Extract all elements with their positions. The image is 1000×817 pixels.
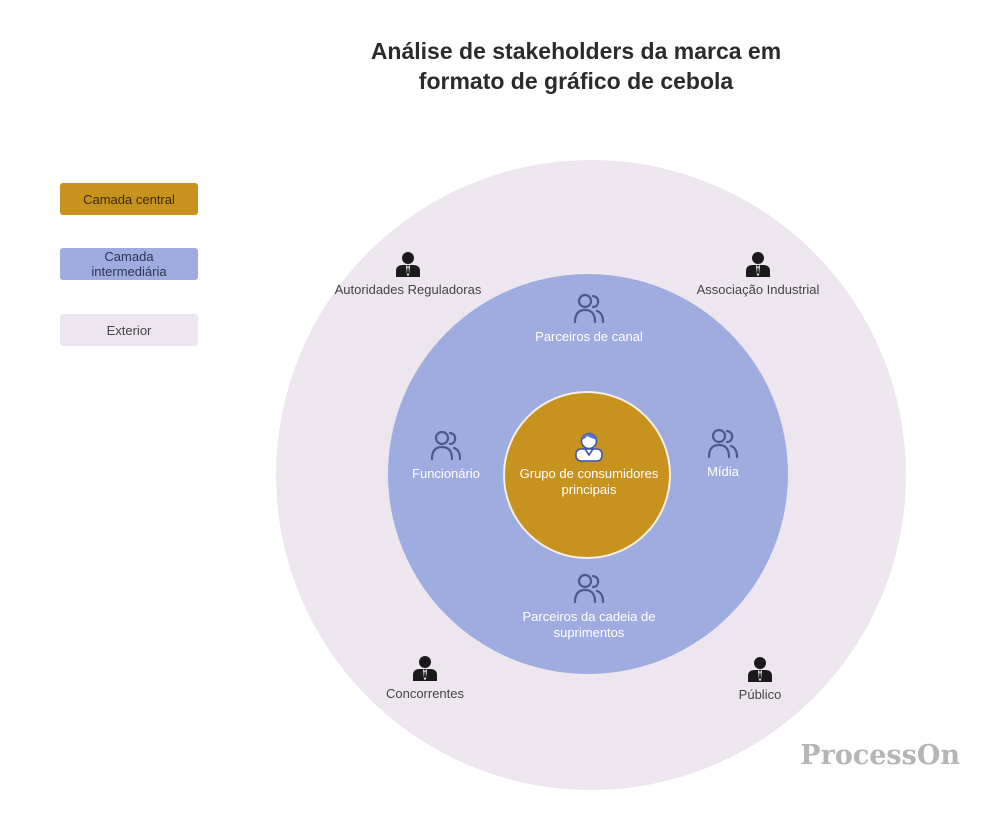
- people-group-icon: [430, 430, 462, 461]
- diagram-title: Análise de stakeholders da marca em form…: [276, 36, 876, 96]
- business-person-icon: [396, 252, 420, 277]
- middle-node-label: Parceiros da cadeia de suprimentos: [522, 609, 656, 640]
- outer-node-regulators: Autoridades Reguladoras: [318, 250, 498, 298]
- processon-watermark: ProcessOn: [800, 740, 960, 771]
- middle-node-channel-partners: Parceiros de canal: [509, 291, 669, 345]
- legend-outer-layer: Exterior: [60, 314, 198, 346]
- outer-node-public: Público: [680, 655, 840, 703]
- legend-outer-label: Exterior: [106, 322, 152, 338]
- business-person-icon: [748, 657, 772, 682]
- middle-node-label: Funcionário: [412, 466, 480, 481]
- people-group-icon: [573, 293, 605, 324]
- people-group-icon: [573, 573, 605, 604]
- consumer-user-icon: [575, 432, 603, 462]
- legend-middle-label: Camada intermediária: [91, 249, 167, 279]
- outer-node-label: Concorrentes: [385, 686, 465, 701]
- title-line-2: formato de gráfico de cebola: [418, 68, 734, 94]
- middle-node-employee: Funcionário: [392, 428, 500, 482]
- core-circle: [503, 391, 671, 559]
- middle-node-label: Mídia: [707, 464, 739, 479]
- business-person-icon: [413, 656, 437, 681]
- legend-middle-layer: Camada intermediária: [60, 248, 198, 280]
- core-node-label: Grupo de consumidores principais: [519, 466, 659, 497]
- legend-core-layer: Camada central: [60, 183, 198, 215]
- middle-node-media: Mídia: [678, 426, 768, 480]
- core-node-consumers: Grupo de consumidores principais: [509, 430, 669, 498]
- outer-node-industry-association: Associação Industrial: [668, 250, 848, 298]
- outer-node-label: Associação Industrial: [696, 282, 820, 297]
- legend-core-label: Camada central: [83, 191, 175, 207]
- outer-node-label: Autoridades Reguladoras: [334, 282, 482, 297]
- outer-node-label: Público: [738, 687, 782, 702]
- title-line-1: Análise de stakeholders da marca em: [370, 38, 782, 64]
- middle-node-supply-chain: Parceiros da cadeia de suprimentos: [509, 571, 669, 641]
- middle-node-label: Parceiros de canal: [535, 329, 643, 344]
- outer-node-competitors: Concorrentes: [345, 654, 505, 702]
- business-person-icon: [746, 252, 770, 277]
- people-group-icon: [707, 428, 739, 459]
